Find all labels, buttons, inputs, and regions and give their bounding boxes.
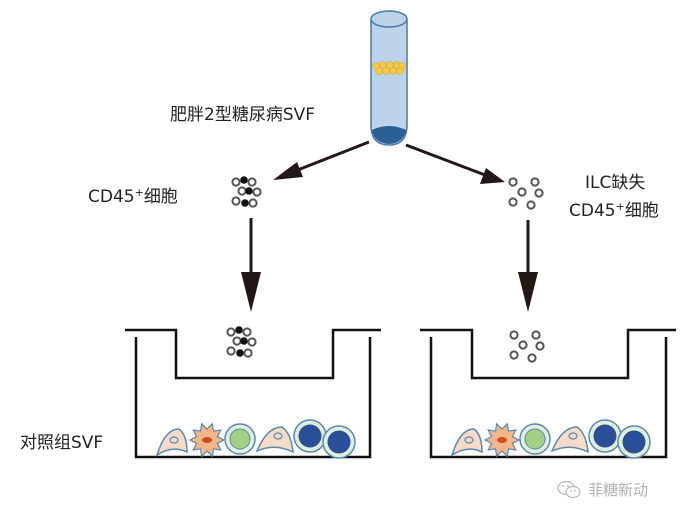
blue-lymphocyte bbox=[622, 430, 646, 454]
well-outline bbox=[134, 337, 372, 459]
cd45-cell bbox=[530, 177, 540, 187]
transwell-insert bbox=[420, 328, 676, 380]
right-cells-label: CD45+细胞 bbox=[569, 196, 659, 222]
ilc-cell bbox=[236, 349, 244, 357]
cd45-cell bbox=[237, 186, 247, 196]
arrow-down-right bbox=[518, 220, 538, 312]
right-cells-prefix: CD45 bbox=[569, 201, 616, 221]
fibroblast-cell bbox=[255, 426, 294, 454]
transwell-ilc-depleted bbox=[420, 328, 676, 459]
test-tube bbox=[370, 10, 408, 146]
cd45-cell bbox=[508, 177, 518, 187]
tube-body bbox=[370, 19, 408, 146]
tube-pellet bbox=[372, 126, 406, 144]
right-cells-sup: + bbox=[615, 200, 625, 213]
cd45-cell bbox=[534, 188, 544, 198]
cd45-cell bbox=[509, 330, 519, 340]
left-cells-label: CD45+细胞 bbox=[88, 182, 178, 208]
well-outline bbox=[429, 337, 668, 459]
cd45-cell bbox=[509, 350, 519, 360]
green-lymphocyte bbox=[229, 428, 251, 450]
insert-cell-cluster-mixed bbox=[226, 326, 257, 358]
arrow-to-left bbox=[273, 140, 370, 180]
cd45-cell bbox=[231, 196, 241, 206]
cd45-cell bbox=[518, 340, 528, 350]
fibroblast-nucleus bbox=[568, 432, 578, 440]
cd45-cell bbox=[231, 177, 241, 187]
macrophage-nucleus bbox=[497, 437, 507, 443]
svf-cells-ilc-depleted bbox=[450, 419, 651, 459]
left-cells-suffix: 细胞 bbox=[143, 187, 178, 207]
ilc-cell bbox=[235, 326, 243, 334]
ilc-cell bbox=[245, 187, 253, 195]
cd45-cell bbox=[226, 327, 236, 337]
fibroblast-nucleus bbox=[169, 436, 179, 444]
watermark: 菲糖新动 bbox=[556, 479, 648, 500]
cd45-cell bbox=[247, 337, 257, 347]
fibroblast-nucleus bbox=[464, 436, 474, 444]
control-label: 对照组SVF bbox=[20, 433, 104, 453]
right-label-line1: ILC缺失 bbox=[585, 173, 646, 193]
cd45-cell bbox=[517, 187, 527, 197]
svf-cells-control bbox=[155, 419, 356, 459]
cd45-cell bbox=[247, 177, 257, 187]
cd45-cell bbox=[242, 327, 252, 337]
cd45-cell bbox=[248, 198, 258, 208]
transwell-control bbox=[125, 326, 381, 459]
cd45-cell bbox=[531, 330, 541, 340]
cd45-cell bbox=[243, 348, 253, 358]
cd45-cell bbox=[535, 341, 545, 351]
cd45-cell bbox=[226, 346, 236, 356]
transwell-insert bbox=[125, 328, 381, 380]
fibroblast-cell bbox=[550, 426, 589, 454]
ilc-cell bbox=[240, 337, 248, 345]
green-lymphocyte bbox=[524, 428, 546, 450]
blue-lymphocyte bbox=[298, 424, 322, 448]
cd45-cell bbox=[526, 200, 536, 210]
cd45-cell-cluster-mixed bbox=[231, 176, 262, 208]
cd45-cell bbox=[527, 353, 537, 363]
macrophage-nucleus bbox=[202, 437, 212, 443]
left-cells-sup: + bbox=[134, 186, 144, 199]
left-cells-prefix: CD45 bbox=[88, 187, 135, 207]
blue-lymphocyte bbox=[327, 430, 351, 454]
fibroblast-nucleus bbox=[273, 432, 283, 440]
cd45-cell bbox=[508, 197, 518, 207]
arrow-to-right bbox=[405, 143, 505, 184]
cd45-cell bbox=[252, 187, 262, 197]
fat-layer bbox=[372, 61, 406, 75]
wechat-icon bbox=[557, 480, 581, 498]
ilc-cell bbox=[240, 176, 248, 184]
tube-mouth bbox=[370, 10, 408, 28]
cd45-cell-cluster-ilc-depleted bbox=[508, 177, 544, 210]
cd45-cell bbox=[232, 336, 242, 346]
ilc-cell bbox=[241, 199, 249, 207]
watermark-text: 菲糖新动 bbox=[588, 481, 649, 499]
right-cells-suffix: 细胞 bbox=[624, 201, 659, 221]
arrow-down-left bbox=[241, 218, 261, 312]
source-label: 肥胖2型糖尿病SVF bbox=[170, 105, 316, 125]
insert-cell-cluster-ilc-depleted bbox=[509, 330, 545, 363]
blue-lymphocyte bbox=[593, 424, 617, 448]
